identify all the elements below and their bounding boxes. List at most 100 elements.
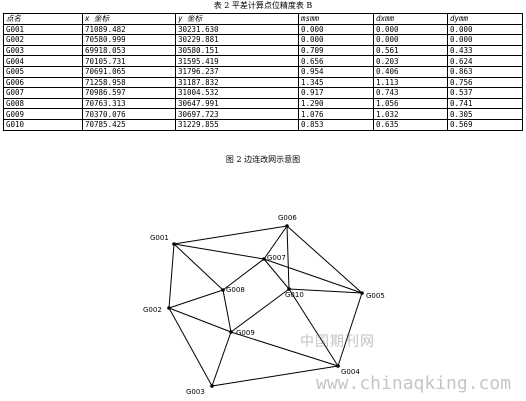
edge-g009-g004: [230, 331, 339, 367]
table-row: G010 70785.425 31229.855 0.853 0.635 0.5…: [3, 118, 523, 131]
cell-y: 31595.419: [175, 55, 299, 67]
table-row: G002 70580.999 30229.881 0.000 0.000 0.0…: [3, 34, 523, 46]
label-g002: G002: [143, 306, 162, 314]
edge-g005-g004: [337, 292, 363, 367]
edge-g010-g004: [288, 288, 339, 367]
cell-ms: 0.917: [298, 87, 374, 99]
cell-dy: 0.305: [447, 108, 523, 120]
header-x-coordinate: x 坐标: [82, 13, 176, 25]
node-g010: [287, 287, 291, 291]
cell-y: 31004.532: [175, 87, 299, 99]
cell-dx: 0.406: [373, 65, 448, 78]
edge-g001-g002: [168, 243, 175, 309]
header-dy: dymm: [447, 13, 523, 25]
node-g009: [229, 330, 233, 334]
node-g005: [360, 291, 364, 295]
cell-ms: 1.290: [298, 97, 374, 110]
cell-y: 31187.832: [175, 76, 299, 89]
edge-g009-g010: [230, 288, 290, 333]
table-row: G009 70370.076 30697.723 1.076 1.032 0.3…: [3, 108, 523, 120]
table-row: G004 70105.731 31595.419 0.656 0.203 0.6…: [3, 55, 523, 67]
cell-dx: 0.743: [373, 87, 448, 99]
edge-g001-g006: [173, 225, 288, 245]
cell-y: 30231.630: [175, 23, 299, 36]
cell-x: 70691.065: [82, 65, 176, 78]
cell-ms: 1.345: [298, 76, 374, 89]
cell-dy: 0.569: [447, 118, 523, 131]
cell-dy: 0.433: [447, 44, 523, 57]
cell-x: 70580.999: [82, 34, 176, 46]
cell-x: 70105.731: [82, 55, 176, 67]
cell-dy: 0.624: [447, 55, 523, 67]
table-header-row: 点名 x 坐标 y 坐标 msmm dxmm dymm: [3, 13, 523, 25]
label-g006: G006: [278, 214, 297, 222]
cell-dx: 0.000: [373, 34, 448, 46]
cell-point-name: G004: [3, 55, 83, 67]
network-labels: G001 G002 G003 G004 G005 G006 G007 G008 …: [143, 214, 385, 396]
cell-dx: 1.113: [373, 76, 448, 89]
cell-dy: 0.537: [447, 87, 523, 99]
cell-y: 31796.237: [175, 65, 299, 78]
cell-dx: 0.203: [373, 55, 448, 67]
cell-ms: 0.709: [298, 44, 374, 57]
cell-point-name: G002: [3, 34, 83, 46]
cell-x: 69918.053: [82, 44, 176, 57]
edge-g003-g004: [211, 365, 339, 387]
cell-x: 71258.958: [82, 76, 176, 89]
label-g004: G004: [341, 368, 360, 376]
table-row: G008 70763.313 30647.991 1.290 1.056 0.7…: [3, 97, 523, 110]
cell-ms: 0.954: [298, 65, 374, 78]
cell-dx: 0.000: [373, 23, 448, 36]
cell-ms: 0.000: [298, 34, 374, 46]
figure-title: 图 2 边连改网示意图: [225, 155, 301, 164]
header-ms: msmm: [298, 13, 374, 25]
network-edges: [168, 225, 363, 387]
label-g008: G008: [226, 286, 245, 294]
label-g010: G010: [285, 291, 304, 299]
node-g007: [262, 257, 266, 261]
cell-y: 30580.151: [175, 44, 299, 57]
cell-point-name: G010: [3, 118, 83, 131]
cell-point-name: G008: [3, 97, 83, 110]
cell-dx: 0.561: [373, 44, 448, 57]
edge-g007-g005: [263, 258, 363, 294]
table-row: G006 71258.958 31187.832 1.345 1.113 0.7…: [3, 76, 523, 89]
table-row: G005 70691.065 31796.237 0.954 0.406 0.8…: [3, 65, 523, 78]
edge-g007-g010: [263, 258, 290, 290]
cell-dx: 1.056: [373, 97, 448, 110]
label-g001: G001: [150, 234, 169, 242]
cell-y: 30697.723: [175, 108, 299, 120]
edge-g009-g003: [211, 331, 232, 387]
cell-ms: 0.000: [298, 23, 374, 36]
edge-g006-g005: [286, 225, 363, 294]
cell-dx: 1.032: [373, 108, 448, 120]
edge-g001-g007: [173, 243, 265, 260]
cell-point-name: G003: [3, 44, 83, 57]
label-g005: G005: [366, 292, 385, 300]
cell-x: 70785.425: [82, 118, 176, 131]
cell-ms: 0.853: [298, 118, 374, 131]
edge-g001-g008: [173, 243, 224, 291]
cell-point-name: G007: [3, 87, 83, 99]
cell-y: 30229.881: [175, 34, 299, 46]
table-row: G001 71089.482 30231.630 0.000 0.000 0.0…: [3, 23, 523, 36]
node-g006: [285, 224, 289, 228]
cell-dy: 0.000: [447, 34, 523, 46]
cell-dy: 0.000: [447, 23, 523, 36]
cell-ms: 1.076: [298, 108, 374, 120]
label-g007: G007: [267, 254, 286, 262]
precision-table: 点名 x 坐标 y 坐标 msmm dxmm dymm G001 71089.4…: [3, 13, 523, 131]
cell-y: 30647.991: [175, 97, 299, 110]
cell-x: 70763.313: [82, 97, 176, 110]
table-row: G007 70986.597 31004.532 0.917 0.743 0.5…: [3, 87, 523, 99]
node-g002: [167, 306, 171, 310]
edge-g002-g003: [168, 307, 213, 387]
cell-y: 31229.855: [175, 118, 299, 131]
cell-point-name: G001: [3, 23, 83, 36]
network-nodes: [167, 224, 364, 388]
header-point-name: 点名: [3, 13, 83, 25]
cell-x: 71089.482: [82, 23, 176, 36]
edge-g002-g009: [168, 307, 232, 333]
cell-point-name: G005: [3, 65, 83, 78]
